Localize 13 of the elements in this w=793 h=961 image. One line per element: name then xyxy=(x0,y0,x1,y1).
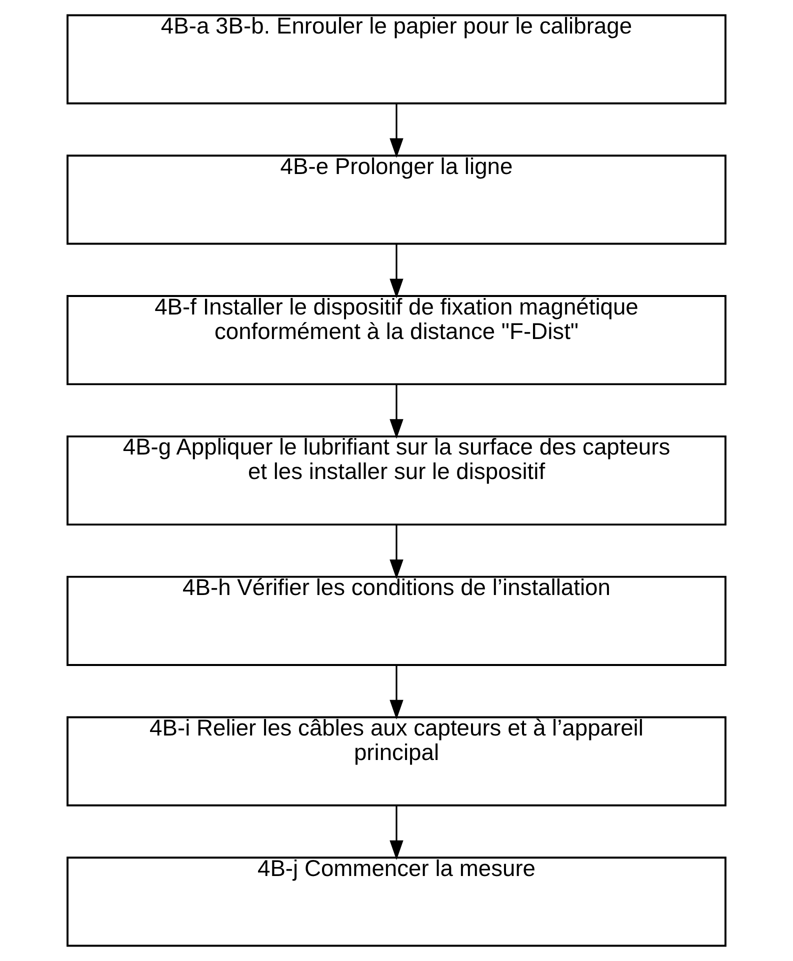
arrow xyxy=(390,665,404,720)
node-box: 4B-e Prolonger la ligne xyxy=(66,154,726,245)
node-box: 4B-i Relier les câbles aux capteurs et à l’appareil principal xyxy=(66,716,726,806)
node-box: 4B-j Commencer la mesure xyxy=(66,856,726,947)
arrow xyxy=(390,806,404,860)
arrow xyxy=(390,104,404,158)
arrow xyxy=(390,524,404,580)
node-box: 4B-h Vérifier les conditions de l’installation xyxy=(66,576,726,666)
node-box: 4B-f Installer le dispositif de fixation magnétique conformément à la distance "F-Dist" xyxy=(66,295,726,386)
arrow xyxy=(390,244,404,298)
node-box: 4B-a 3B-b. Enrouler le papier pour le calibrage xyxy=(66,14,726,104)
node-box: 4B-g Appliquer le lubrifiant sur la surface des capteurs et les installer sur le dispositif xyxy=(66,435,726,526)
arrow xyxy=(390,384,404,439)
